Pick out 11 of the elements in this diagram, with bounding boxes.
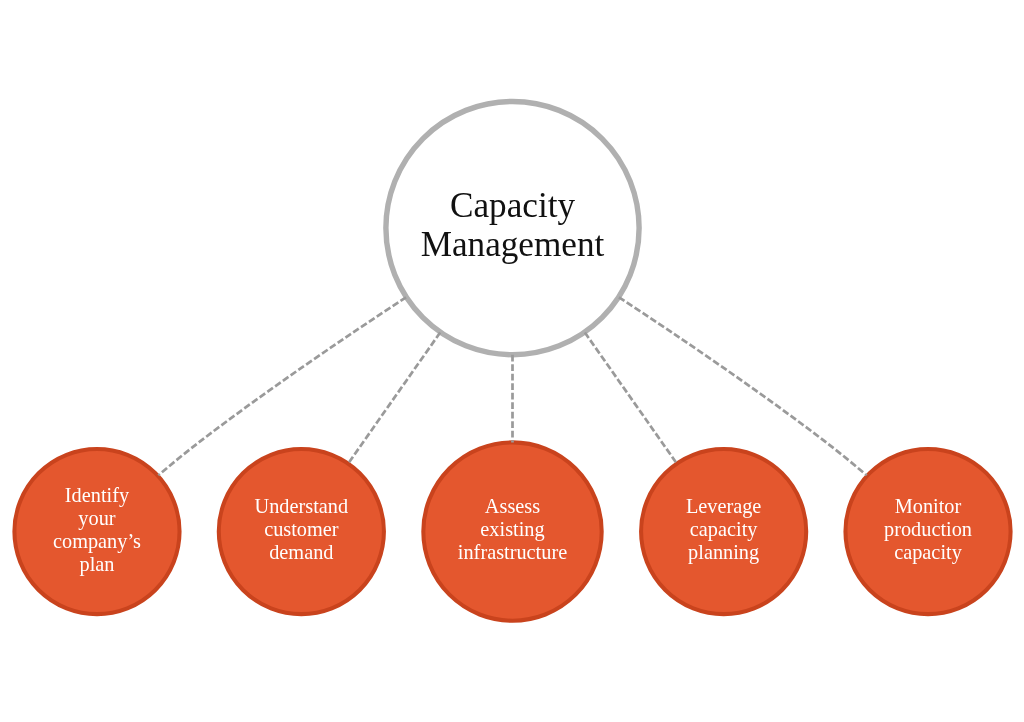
node-circle: Assess existing infrastructure	[420, 440, 604, 623]
connector	[617, 296, 868, 477]
node-circle: Monitor production capacity	[842, 446, 1013, 617]
node-circle: Capacity Management	[382, 98, 642, 358]
node-circle: Understand customer demand	[216, 446, 386, 617]
connector	[346, 331, 441, 464]
node-circle: Leverage capacity planning	[638, 446, 808, 617]
connector	[156, 296, 407, 477]
node-circle: Identify your company’s plan	[11, 446, 182, 617]
connector	[510, 354, 514, 443]
connector	[583, 331, 678, 464]
